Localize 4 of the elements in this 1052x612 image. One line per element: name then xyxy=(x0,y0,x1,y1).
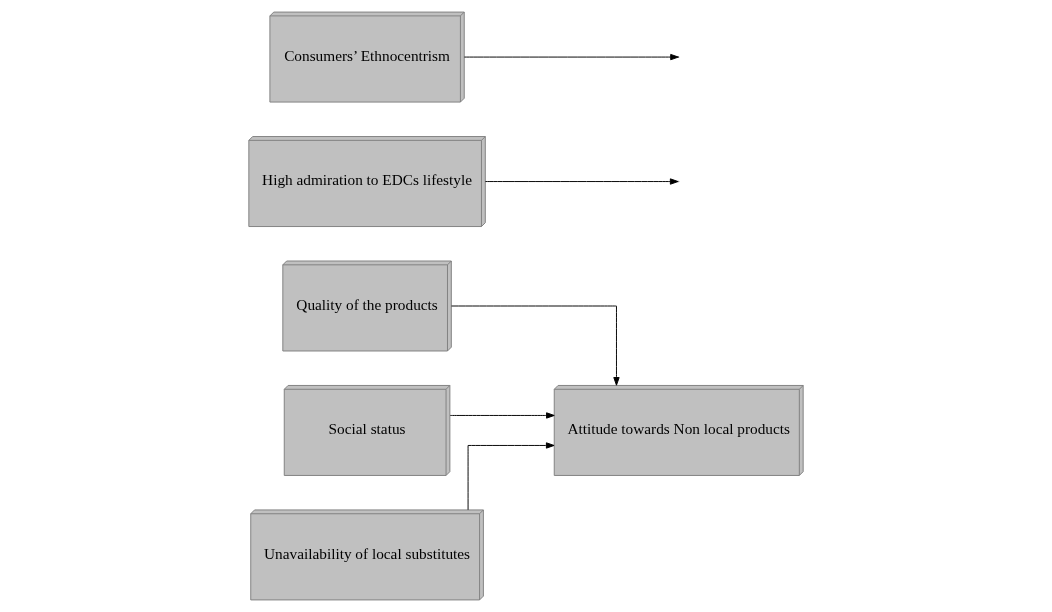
arrow xyxy=(463,53,679,61)
arrow xyxy=(451,305,620,386)
arrow xyxy=(467,442,555,511)
arrow xyxy=(449,412,555,419)
